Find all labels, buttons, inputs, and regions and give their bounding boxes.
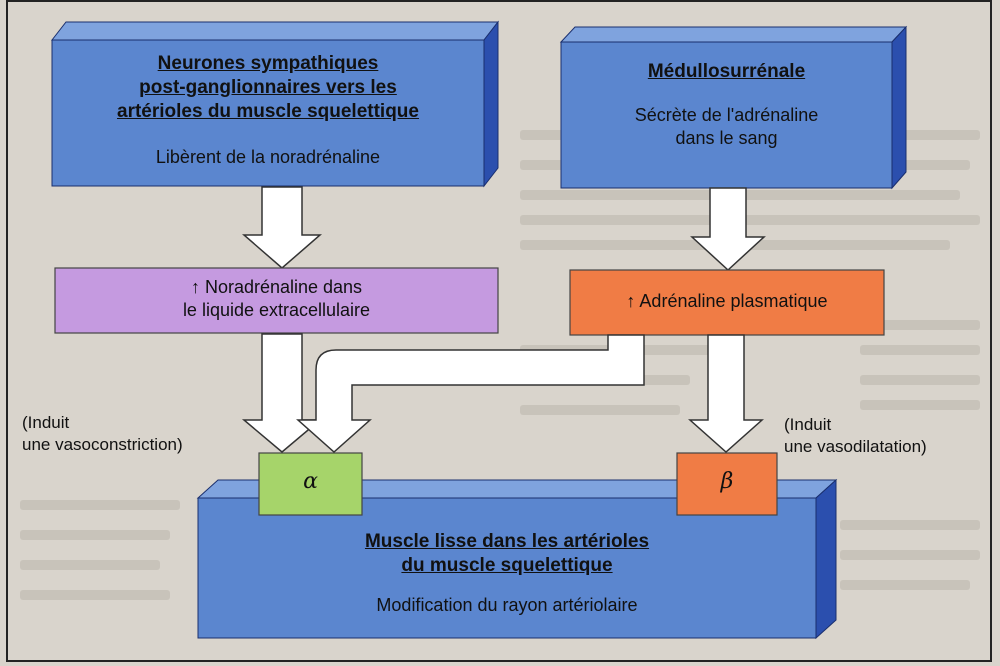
label-left-line-2: une vasoconstriction): [22, 435, 183, 454]
label-vasodilatation: (Induit une vasodilatation): [784, 414, 994, 458]
adrenaline-text: ↑ Adrénaline plasmatique: [626, 291, 828, 311]
medullo-text-line-2: dans le sang: [675, 128, 778, 148]
beta-receptor: [676, 452, 778, 516]
noradrenaline-box: [54, 267, 499, 334]
noradrenaline-line-1: ↑ Noradrénaline dans: [190, 277, 363, 297]
adrenaline-box: [569, 269, 885, 336]
arrow-adrenaline-to-alpha: [296, 334, 645, 454]
neurones-title-line-1: Neurones sympathiques: [157, 53, 379, 74]
arrow-medullo-to-adrenaline: [690, 187, 766, 272]
noradrenaline-text: ↑ Noradrénaline dans le liquide extracel…: [55, 276, 498, 322]
medullosurrenale-box: [559, 25, 908, 190]
arrow-adrenaline-to-beta: [688, 334, 764, 454]
arrow-neurones-to-noradrenaline: [241, 186, 323, 269]
medullo-title: Médullosurrénale: [647, 61, 806, 82]
neurones-title: Neurones sympathiques post-ganglionnaire…: [52, 52, 484, 124]
beta-label: β: [720, 469, 734, 494]
muscle-title-line-1: Muscle lisse dans les artérioles: [364, 531, 650, 552]
muscle-text: Modification du rayon artériolaire: [376, 595, 638, 615]
neurones-title-line-3: artérioles du muscle squelettique: [117, 101, 419, 122]
label-right-line-2: une vasodilatation): [784, 437, 927, 456]
neurones-title-line-2: post-ganglionnaires vers les: [139, 77, 397, 98]
neurones-box: [50, 20, 500, 188]
alpha-receptor: [258, 452, 363, 516]
neurones-text: Libèrent de la noradrénaline: [155, 147, 381, 167]
noradrenaline-line-2: le liquide extracellulaire: [182, 300, 371, 320]
figure-frame: [6, 0, 992, 662]
alpha-label: α: [303, 469, 318, 494]
muscle-title-line-2: du muscle squelettique: [401, 555, 613, 576]
label-right-line-1: (Induit: [784, 415, 832, 434]
label-vasoconstriction: (Induit une vasoconstriction): [22, 412, 252, 456]
label-left-line-1: (Induit: [22, 413, 70, 432]
muscle-title: Muscle lisse dans les artérioles du musc…: [198, 530, 816, 578]
medullo-text-line-1: Sécrète de l'adrénaline: [634, 105, 819, 125]
medullo-text: Sécrète de l'adrénaline dans le sang: [561, 104, 892, 150]
